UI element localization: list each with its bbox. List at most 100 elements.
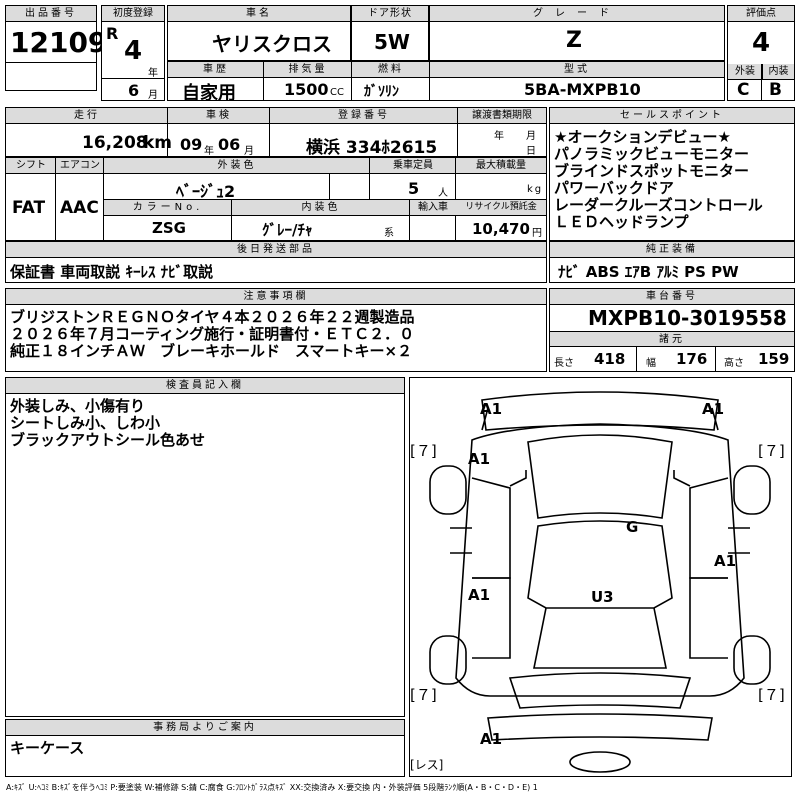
inspector-note: 外装しみ、小傷有り: [10, 397, 146, 415]
car-history: 自家用: [182, 83, 236, 104]
reg-number: 横浜 334ﾎ2615: [306, 138, 438, 158]
displacement-unit: CC: [330, 87, 344, 98]
grade-header: グレード: [430, 6, 724, 22]
recycle-header: リサイクル預託金: [456, 200, 546, 216]
shift-color-block: シフト エアコン 外装色 乗車定員 最大積載量 FAT AAC ﾍﾞｰｼﾞｭ2 …: [5, 157, 547, 241]
accessories-box: 後日発送部品 保証書 車両取説 ｷｰﾚｽ ﾅﾋﾞ取説: [5, 241, 547, 283]
door-type: 5W: [374, 30, 410, 54]
int-color-header: 内装色: [232, 200, 410, 216]
history-row: 車歴 排気量 燃料 型式 自家用 1500 CC ｶﾞｿﾘﾝ 5BA-MXPB1…: [167, 61, 725, 104]
aircon-header: エアコン: [56, 158, 104, 174]
chassis-number: MXPB10-3019558: [588, 306, 787, 330]
shaken-month-unit: 月: [244, 146, 256, 157]
shift-header: シフト: [6, 158, 56, 174]
tire-label: [７]: [410, 686, 437, 704]
import-header: 輸入車: [410, 200, 456, 216]
exterior-header: 外装: [728, 64, 762, 80]
options: ﾅﾋﾞ ABS ｴｱB ｱﾙﾐ PS PW: [558, 263, 739, 281]
sales-point-item: ＬＥＤヘッドランプ: [554, 213, 689, 231]
capacity: 5: [408, 179, 420, 198]
grade: Z: [566, 28, 582, 53]
sales-point-list: ★オークションデビュー★ パノラミックビューモニター ブラインドスポットモニター…: [554, 129, 763, 231]
mileage-header: 走行: [6, 108, 168, 124]
transfer-header: 譲渡書類期限: [458, 108, 546, 124]
car-name-header: 車名: [168, 6, 350, 22]
fuel-type: ｶﾞｿﾘﾝ: [364, 84, 399, 100]
shift-type: FAT: [12, 198, 46, 218]
options-box: 純正装備 ﾅﾋﾞ ABS ｴｱB ｱﾙﾐ PS PW: [549, 241, 795, 283]
mileage: 16,208: [82, 133, 148, 153]
grade-box: グレード Z: [429, 5, 725, 61]
damage-label: A1: [468, 450, 491, 468]
shaken-year-unit: 年: [204, 146, 216, 157]
sales-point-item: レーダークルーズコントロール: [554, 196, 763, 214]
inspector-note: シートしみ小、しわ小: [10, 414, 161, 432]
spec-width: 176: [676, 350, 708, 368]
office-notes: キーケース: [10, 740, 84, 757]
max-load-unit: kg: [527, 184, 544, 195]
reg-month: 6: [128, 81, 140, 100]
notes-header: 注意事項欄: [6, 289, 546, 305]
mileage-row: 走行 車検 登録番号 譲渡書類期限 16,208 km 09 年 06 月 横浜…: [5, 107, 547, 158]
spare-tire-label: [レス]: [410, 758, 444, 772]
recycle-fee: 10,470: [472, 220, 530, 238]
reg-number-header: 登録番号: [270, 108, 458, 124]
damage-label: A1: [702, 400, 725, 418]
sales-point-item: ブラインドスポットモニター: [554, 162, 750, 180]
notes-box: 注意事項欄 ブリジストンＲＥＧＮＯタイヤ４本２０２６年２２週製造品 ２０２６年７…: [5, 288, 547, 372]
lot-number: 12109: [10, 26, 108, 59]
tire-label: [７]: [410, 442, 437, 460]
car-outline: [429, 391, 771, 773]
chassis-box: 車台番号 MXPB10-3019558 諸元 長さ 418 幅 176 高さ 1…: [549, 288, 795, 372]
door-box: ドア形状 5W: [351, 5, 429, 61]
car-name: ヤリスクロス: [212, 32, 332, 56]
accessories: 保証書 車両取説 ｷｰﾚｽ ﾅﾋﾞ取説: [10, 263, 214, 281]
score-box: 評価点 4 外装 内装 C B: [727, 5, 795, 101]
note-line: ２０２６年７月コーティング施行・証明書付・ＥＴＣ２．０: [10, 325, 415, 343]
damage-label: A1: [468, 586, 491, 604]
ext-color-header: 外装色: [104, 158, 370, 174]
chassis-header: 車台番号: [550, 289, 794, 305]
accessories-header: 後日発送部品: [6, 242, 546, 258]
options-header: 純正装備: [550, 242, 794, 258]
spec-height-label: 高さ: [724, 358, 744, 369]
model-code: 5BA-MXPB10: [524, 80, 641, 99]
displacement-header: 排気量: [264, 62, 352, 78]
first-registration-header: 初度登録: [102, 6, 164, 22]
int-color-unit: 系: [384, 228, 396, 239]
exterior-grade: C: [737, 80, 750, 100]
sales-point-header: セールスポイント: [550, 108, 794, 124]
lot-number-box: 出品番号 12109: [5, 5, 107, 91]
recycle-unit: 円: [532, 228, 544, 239]
sales-point-item: パワーバックドア: [554, 179, 674, 197]
damage-label: A1: [480, 730, 503, 748]
sales-point-box: セールスポイント ★オークションデビュー★ パノラミックビューモニター ブライン…: [549, 107, 795, 241]
car-name-box: 車名 ヤリスクロス: [167, 5, 351, 61]
max-load-header: 最大積載量: [456, 158, 546, 174]
inspector-note: ブラックアウトシール色あせ: [10, 431, 206, 449]
specs-header: 諸元: [550, 331, 794, 347]
year-unit: 年: [148, 68, 160, 79]
spec-height: 159: [758, 350, 790, 368]
int-color: ｸﾞﾚｰ/ﾁｬ: [262, 221, 313, 239]
transfer-day-unit: 日: [526, 146, 538, 157]
era: R: [106, 24, 119, 43]
first-registration-box: 初度登録 R 4 年 6 月: [101, 5, 165, 101]
lot-number-header: 出品番号: [6, 6, 96, 22]
door-header: ドア形状: [352, 6, 428, 22]
spec-length: 418: [594, 350, 626, 368]
score-header: 評価点: [728, 6, 794, 22]
legend: A:ｷｽﾞ U:ﾍｺﾐ B:ｷｽﾞを伴うﾍｺﾐ P:要塗装 W:補修跡 S:錆 …: [6, 783, 538, 792]
history-header: 車歴: [168, 62, 264, 78]
mileage-unit: km: [143, 133, 173, 153]
tire-label: [７]: [758, 442, 785, 460]
score: 4: [752, 28, 771, 58]
ext-color: ﾍﾞｰｼﾞｭ2: [176, 182, 236, 201]
shaken-month: 06: [218, 135, 241, 154]
transfer-month-unit: 月: [526, 131, 538, 142]
tire-label: [７]: [758, 686, 785, 704]
capacity-header: 乗車定員: [370, 158, 456, 174]
sales-point-item: ★オークションデビュー★: [554, 128, 731, 146]
office-box: 事務局よりご案内 キーケース: [5, 719, 405, 777]
damage-label: U3: [591, 588, 614, 606]
